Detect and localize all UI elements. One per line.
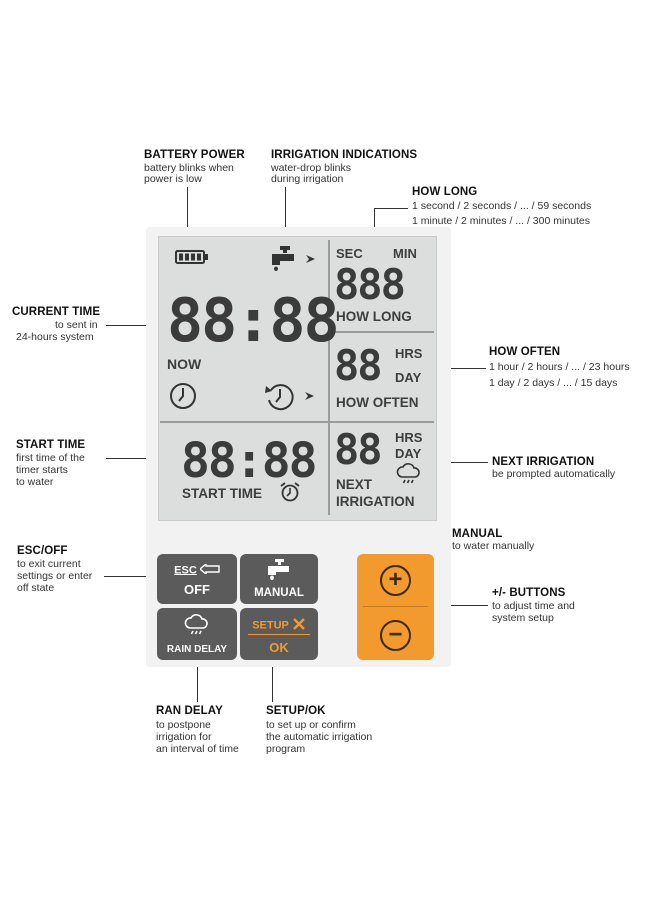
- annotation-desc: be prompted automatically: [492, 468, 616, 480]
- start-time-digits: 88:88: [181, 433, 317, 489]
- annotation-desc: to water manually: [452, 540, 535, 552]
- pointer-line: [187, 187, 188, 243]
- annotation-desc: an interval of time: [156, 743, 239, 755]
- annotation-title: BATTERY POWER: [144, 149, 245, 161]
- annotation-desc: to adjust time and: [492, 600, 575, 612]
- annotation-desc: to water: [16, 476, 54, 488]
- pointer-line: [104, 576, 170, 577]
- annotation-desc: water-drop blinks: [271, 162, 351, 174]
- pointer-line: [420, 605, 488, 606]
- annotation-desc: timer starts: [16, 464, 68, 476]
- annotation-title: CURRENT TIME: [12, 306, 101, 318]
- annotation-title: HOW LONG: [412, 186, 478, 198]
- next-label-line-2: IRRIGATION: [336, 494, 415, 509]
- pointer-line: [197, 660, 198, 702]
- minus-icon: −: [380, 620, 411, 651]
- back-arrow-icon: [198, 562, 220, 577]
- lcd-divider-vertical: [328, 240, 330, 515]
- annotation-title: START TIME: [16, 439, 86, 451]
- annotation-desc: program: [266, 743, 306, 755]
- setup-ok-button[interactable]: SETUP OK: [240, 608, 318, 660]
- annotation-title: MANUAL: [452, 528, 503, 540]
- annotation-desc: off state: [17, 582, 55, 594]
- pointer-line: [106, 458, 178, 459]
- pointer-line: [432, 368, 486, 369]
- rain-cloud-icon: [184, 614, 210, 643]
- annotation-title: IRRIGATION INDICATIONS: [271, 149, 418, 161]
- lcd-divider-right-2: [330, 421, 434, 423]
- manual-button[interactable]: MANUAL: [240, 554, 318, 604]
- pointer-line: [106, 325, 168, 326]
- annotation-desc: during irrigation: [271, 173, 344, 185]
- clock-icon: [168, 381, 198, 416]
- setup-label: SETUP: [252, 619, 289, 632]
- alarm-icon: [279, 481, 301, 508]
- next-label-line-1: NEXT: [336, 477, 373, 492]
- plus-minus-divider: [363, 606, 428, 607]
- sec-label: SEC: [336, 246, 363, 261]
- rain-cloud-icon: [396, 463, 422, 492]
- annotation-title: +/- BUTTONS: [492, 587, 566, 599]
- annotation-title: ESC/OFF: [17, 545, 68, 557]
- now-label: NOW: [167, 356, 202, 372]
- start-time-label: START TIME: [182, 486, 262, 501]
- esc-label: ESC: [174, 564, 197, 577]
- pointer-line: [374, 208, 408, 209]
- setup-label-row: SETUP: [240, 617, 318, 634]
- plus-button[interactable]: +: [357, 554, 434, 606]
- annotation-desc: 24-hours system: [16, 331, 94, 343]
- annotation-desc: system setup: [492, 612, 554, 624]
- annotation-desc: to exit current: [17, 558, 81, 570]
- lcd-divider-right-1: [330, 331, 434, 333]
- annotation-desc: to set up or confirm: [266, 719, 356, 731]
- how-often-label: HOW OFTEN: [336, 395, 419, 410]
- current-time-digits: 88:88: [167, 286, 340, 356]
- annotation-desc: 1 second / 2 seconds / ... / 59 seconds: [412, 200, 592, 212]
- min-label: MIN: [393, 246, 417, 261]
- annotation-desc: settings or enter: [17, 570, 93, 582]
- pointer-line: [424, 462, 488, 463]
- annotation-title: HOW OFTEN: [489, 346, 561, 358]
- annotation-desc: 1 minute / 2 minutes / ... / 300 minutes: [412, 215, 591, 227]
- annotation-desc: 1 day / 2 days / ... / 15 days: [489, 377, 618, 389]
- how-often-digits: 88: [334, 341, 383, 390]
- off-label: OFF: [184, 582, 210, 597]
- annotation-desc: irrigation for: [156, 731, 212, 743]
- plus-icon: +: [380, 565, 411, 596]
- esc-label-row: ESC: [157, 562, 237, 577]
- lcd-divider-horizontal: [160, 421, 434, 423]
- battery-icon: [175, 250, 209, 269]
- rain-delay-label: RAIN DELAY: [166, 644, 228, 655]
- annotation-desc: battery blinks when: [144, 162, 234, 174]
- manual-label: MANUAL: [254, 587, 304, 599]
- wrench-icon: [292, 617, 306, 634]
- setup-divider: [248, 634, 310, 635]
- annotation-desc: to sent in: [55, 319, 98, 331]
- esc-off-button[interactable]: ESC OFF: [157, 554, 237, 604]
- how-long-digits: 888: [334, 260, 406, 309]
- next-irrigation-digits: 88: [334, 425, 383, 474]
- next-day-label: DAY: [395, 446, 422, 461]
- faucet-icon: [265, 558, 293, 587]
- how-long-label: HOW LONG: [336, 309, 412, 324]
- faucet-icon: [266, 244, 318, 281]
- lcd-display: [158, 236, 437, 521]
- minus-button[interactable]: −: [357, 607, 434, 660]
- ok-label: OK: [269, 640, 289, 655]
- rain-delay-button[interactable]: RAIN DELAY: [157, 608, 237, 660]
- annotation-desc: power is low: [144, 173, 202, 185]
- hrs-label: HRS: [395, 346, 423, 361]
- timer-icon: [263, 380, 319, 417]
- annotation-desc: first time of the: [16, 452, 85, 464]
- annotation-title: NEXT IRRIGATION: [492, 456, 595, 468]
- annotation-desc: to postpone: [156, 719, 211, 731]
- annotation-title: RAN DELAY: [156, 705, 223, 717]
- annotation-title: SETUP/OK: [266, 705, 326, 717]
- annotation-desc: the automatic irrigation: [266, 731, 373, 743]
- annotation-desc: 1 hour / 2 hours / ... / 23 hours: [489, 361, 630, 373]
- pointer-line: [285, 187, 286, 243]
- day-label: DAY: [395, 370, 422, 385]
- pointer-line: [272, 660, 273, 702]
- next-hrs-label: HRS: [395, 430, 423, 445]
